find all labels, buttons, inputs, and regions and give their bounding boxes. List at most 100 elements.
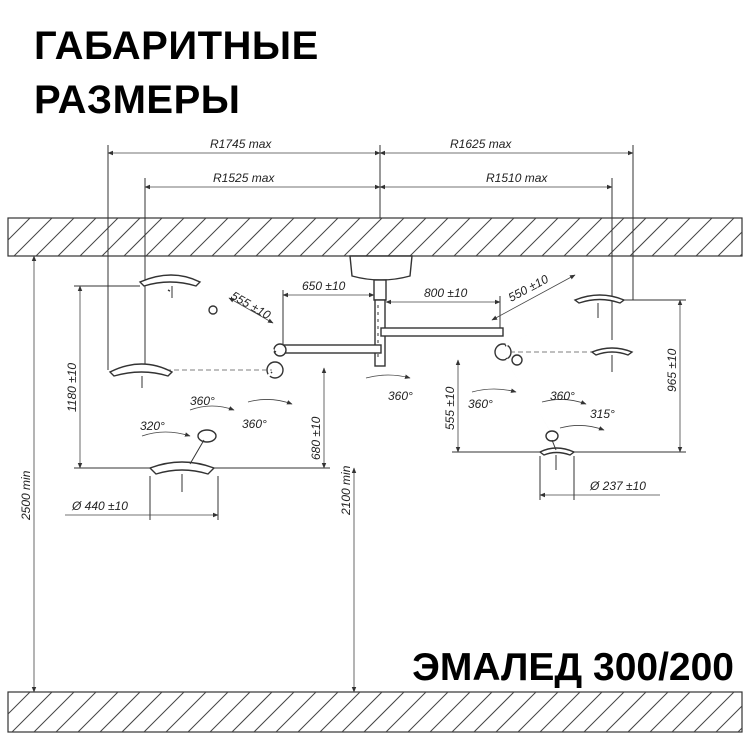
hatch-line	[451, 691, 493, 733]
left-height-dimensions: 1180 ±10 680 ±10 Ø 440 ±10	[65, 285, 330, 520]
dim-min-floor: 2100 min	[339, 465, 353, 516]
rot-right-mid: 360°	[550, 389, 575, 403]
hatch-line	[671, 691, 713, 733]
hatch-line	[583, 691, 625, 733]
hatch-line	[407, 691, 449, 733]
rot-right-joint: 360°	[468, 397, 493, 411]
hatch-line	[519, 217, 559, 257]
hatch-line	[319, 691, 361, 733]
hatch-line	[187, 691, 229, 733]
hatch-line	[651, 217, 691, 257]
hatch-line	[231, 691, 273, 733]
surgical-lamp-icon	[108, 274, 216, 492]
main-arms: 650 ±10 800 ±10	[277, 279, 504, 354]
dim-offset-right: 800 ±10	[424, 286, 468, 300]
rot-center: 360°	[388, 389, 413, 403]
hatch-line	[297, 691, 339, 733]
hatch-line	[475, 217, 515, 257]
dim-diam-right: Ø 237 ±10	[589, 479, 646, 493]
hatch-line	[7, 691, 31, 715]
hatch-line	[365, 217, 405, 257]
hatch-line	[275, 691, 317, 733]
hatch-line	[253, 691, 295, 733]
hatch-line	[121, 691, 163, 733]
dim-min-ceiling: 2500 min	[19, 470, 33, 521]
hatch-line	[541, 217, 581, 257]
hatch-line	[737, 727, 743, 733]
hatch-line	[343, 217, 383, 257]
dim-r-right-max: R1625 max	[450, 137, 512, 151]
hatch-line	[409, 217, 449, 257]
rot-left-upper: 360°	[190, 394, 215, 408]
hatch-line	[385, 691, 427, 733]
dim-offset-left: 650 ±10	[302, 279, 346, 293]
hatch-line	[321, 217, 361, 257]
dim-height-right: 965 ±10	[665, 348, 679, 392]
dim-height-left: 1180 ±10	[65, 363, 79, 412]
hatch-line	[363, 691, 405, 733]
hatch-line	[563, 217, 603, 257]
hatch-line	[143, 691, 185, 733]
floor-hatch	[7, 691, 743, 733]
hatch-line	[497, 217, 537, 257]
rotation-indicators: 360° 320° 360° 360° 360° 360° 315°	[140, 374, 615, 437]
hatch-line	[123, 217, 163, 257]
hatch-line	[57, 217, 97, 257]
hatch-line	[7, 217, 31, 241]
hatch-line	[629, 217, 669, 257]
hatch-line	[473, 691, 515, 733]
hatch-line	[693, 691, 735, 733]
hatch-line	[35, 217, 75, 257]
title-line-2: РАЗМЕРЫ	[34, 78, 241, 122]
hatch-line	[715, 705, 743, 733]
hatch-line	[585, 217, 625, 257]
hatch-line	[11, 691, 53, 733]
hatch-line	[673, 217, 713, 257]
rot-right-lower: 315°	[590, 407, 615, 421]
dim-height-drop-left: 680 ±10	[309, 416, 323, 460]
dim-arm-left: 555 ±10	[229, 288, 274, 322]
hatch-line	[495, 691, 537, 733]
radius-dimensions: R1745 max R1625 max R1525 max R1510 max	[107, 137, 634, 370]
hatch-line	[255, 217, 295, 257]
hatch-line	[387, 217, 427, 257]
hatch-line	[341, 691, 383, 733]
hatch-line	[739, 253, 743, 257]
hatch-line	[99, 691, 141, 733]
hatch-line	[453, 217, 493, 257]
hatch-line	[649, 691, 691, 733]
hatch-line	[55, 691, 97, 733]
hatch-line	[517, 691, 559, 733]
hatch-line	[299, 217, 339, 257]
hatch-line	[561, 691, 603, 733]
hatch-line	[695, 217, 735, 257]
ceiling-slab	[7, 217, 743, 257]
rot-left-lower: 320°	[140, 419, 165, 433]
hatch-line	[277, 217, 317, 257]
dim-r-right-inner: R1510 max	[486, 171, 548, 185]
hatch-line	[189, 217, 229, 257]
dim-height-drop-right: 555 ±10	[443, 386, 457, 430]
hatch-line	[145, 217, 185, 257]
dim-arm-right: 550 ±10	[506, 272, 551, 305]
hatch-line	[233, 217, 273, 257]
hatch-line	[607, 217, 647, 257]
hatch-line	[429, 691, 471, 733]
title-line-1: ГАБАРИТНЫЕ	[34, 24, 319, 68]
hatch-line	[209, 691, 251, 733]
dim-r-left-max: R1745 max	[210, 137, 272, 151]
floor-slab	[7, 691, 743, 733]
hatch-line	[165, 691, 207, 733]
hatch-line	[13, 217, 53, 257]
hatch-line	[77, 691, 119, 733]
model-name: ЭМАЛЕД 300/200	[412, 646, 734, 689]
hatch-line	[79, 217, 119, 257]
right-height-dimensions: 965 ±10 555 ±10 Ø 237 ±10	[443, 299, 686, 500]
room-dimensions: 2500 min 2100 min	[19, 255, 357, 693]
rot-left-mid: 360°	[242, 417, 267, 431]
dim-diam-left: Ø 440 ±10	[71, 499, 128, 513]
hatch-line	[717, 231, 743, 257]
hatch-line	[627, 691, 669, 733]
